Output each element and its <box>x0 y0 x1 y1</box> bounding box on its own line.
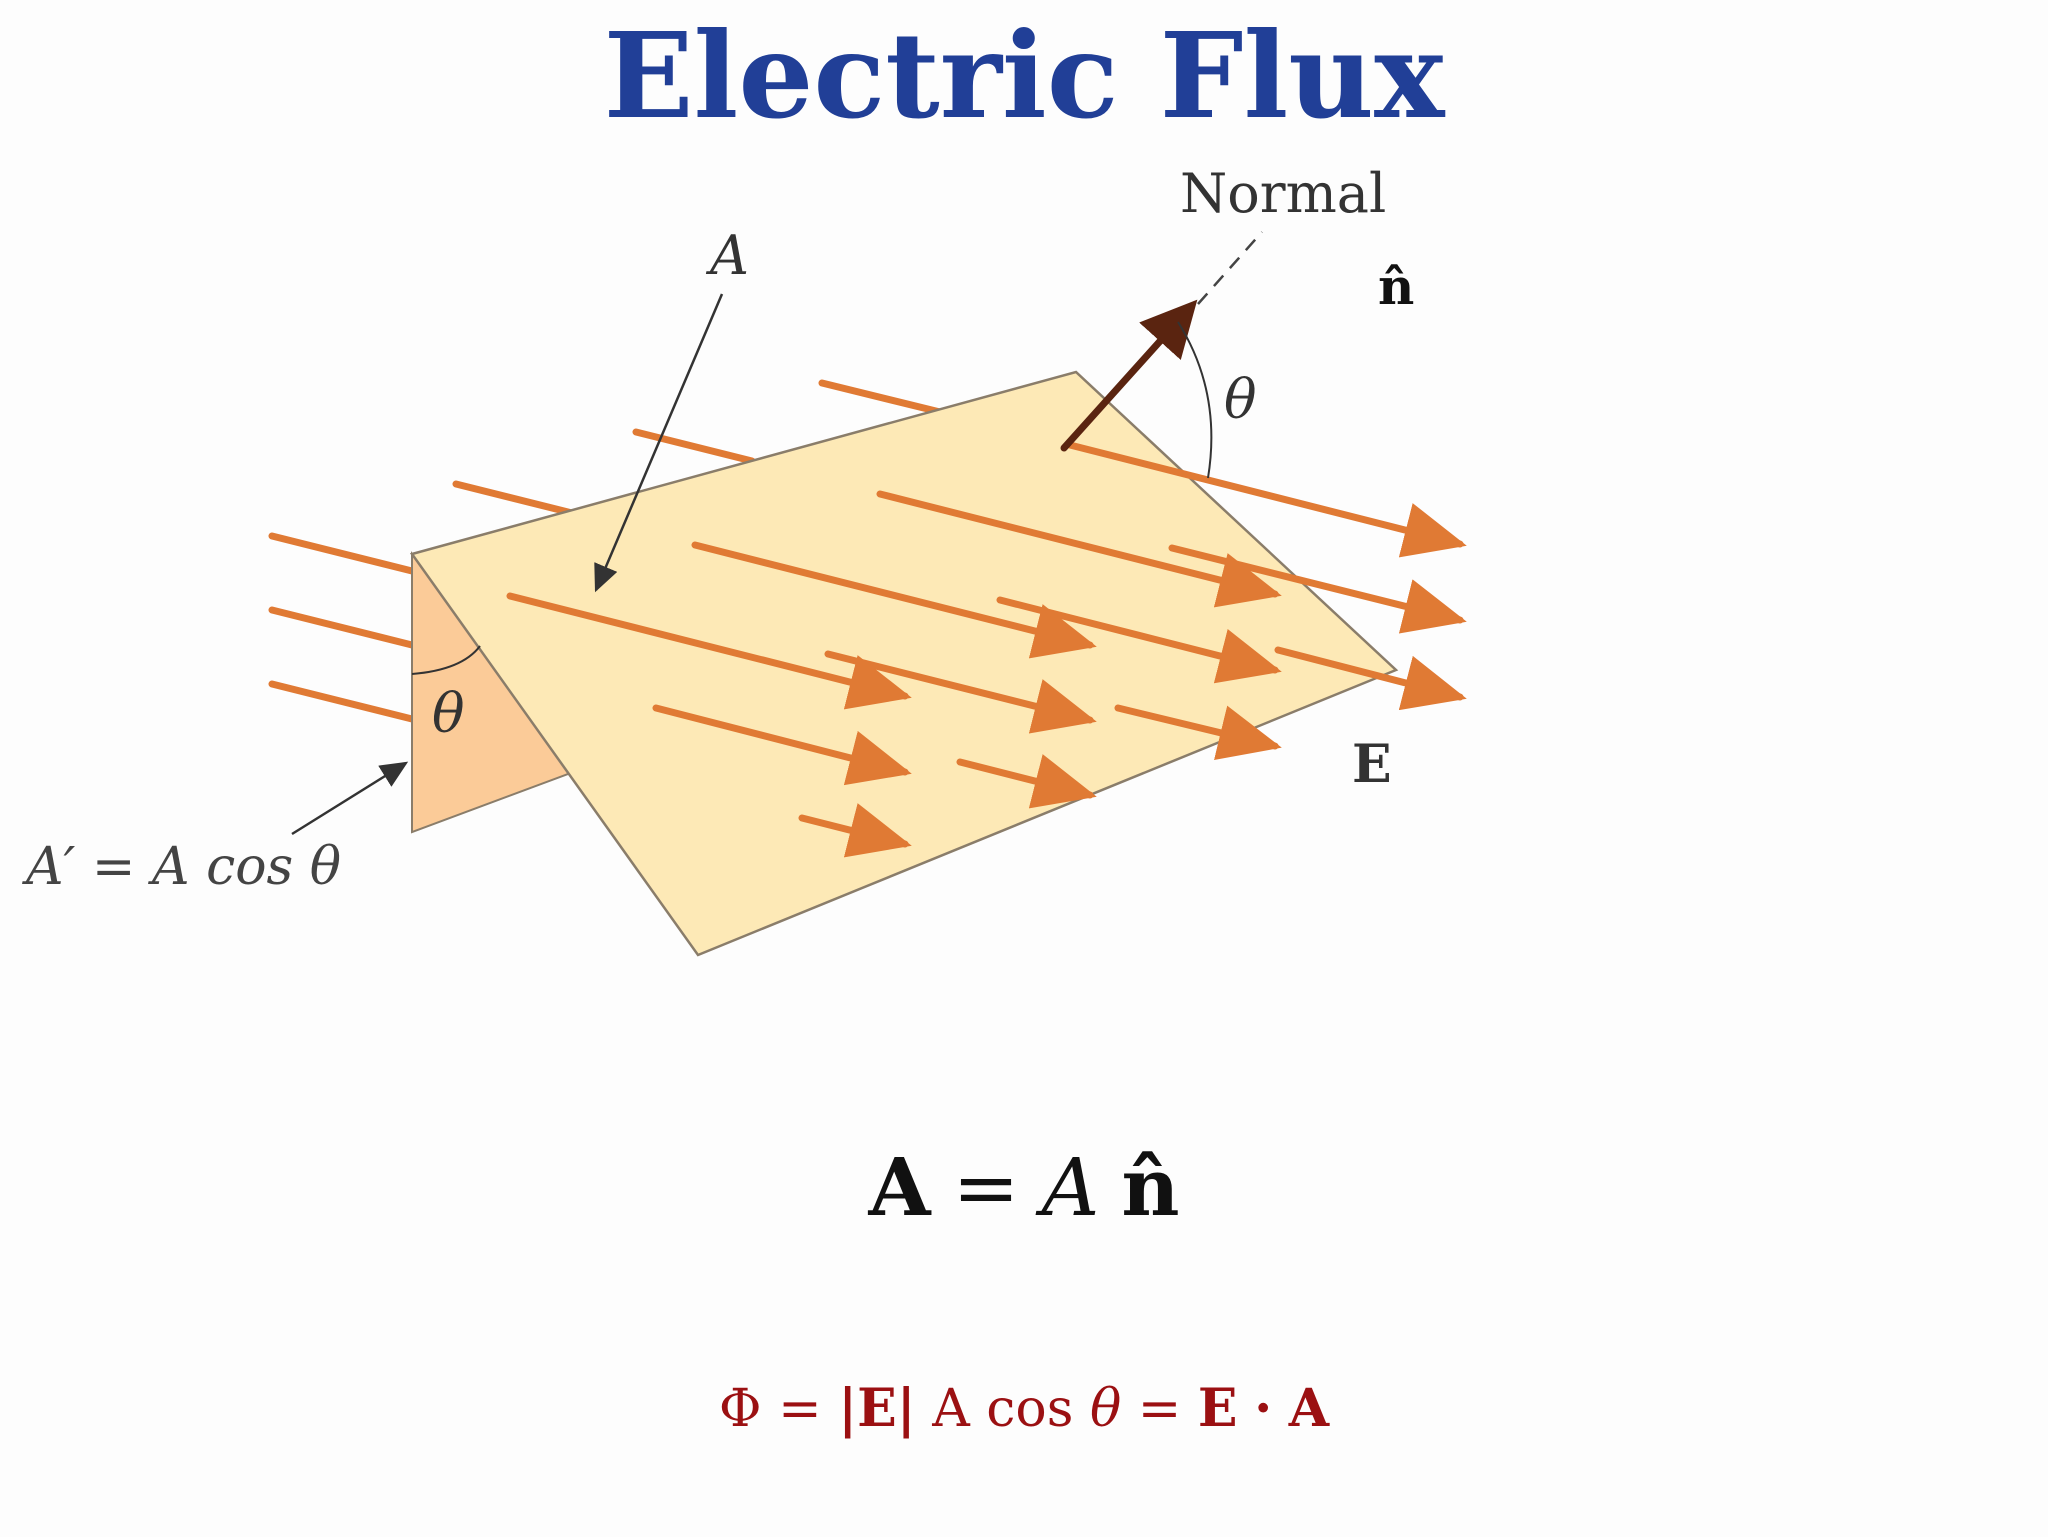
field-magnitude: |E| <box>838 1378 916 1439</box>
area-pointer-arrow <box>594 293 724 593</box>
area-vector-symbol: A <box>868 1140 931 1234</box>
area-vector: A <box>1288 1378 1330 1439</box>
area-symbol: A <box>932 1379 970 1439</box>
unit-normal-symbol: n̂ <box>1121 1140 1180 1234</box>
projected-area-pointer-arrow <box>291 761 409 836</box>
flux-equation: Φ = |E| A cos θ = E · A <box>0 1378 2048 1439</box>
equals-sign: = <box>952 1141 1020 1234</box>
page-title: Electric Flux <box>603 6 1445 145</box>
projected-area-label: A′ = A cos θ <box>22 837 341 897</box>
normal-vector-arrow <box>1060 299 1198 452</box>
area-magnitude-symbol: A <box>1041 1141 1100 1234</box>
normal-label: Normal <box>1180 162 1386 225</box>
field-arrows-back <box>268 379 944 724</box>
theta-arc-top <box>1177 321 1213 479</box>
theta-symbol: θ <box>1089 1379 1122 1439</box>
cos-function: cos <box>986 1379 1074 1439</box>
theta-top-label: θ <box>1224 368 1257 431</box>
field-arrows-front <box>506 441 1467 858</box>
electric-flux-diagram: Normal A θ n̂ θ E A′ = A cos θ <box>22 162 1467 957</box>
equals-sign-2: = <box>1137 1379 1182 1439</box>
field-label: E <box>1352 734 1392 795</box>
n-hat-label: n̂ <box>1378 257 1414 316</box>
theta-side-label: θ <box>432 682 465 745</box>
area-label: A <box>705 224 749 287</box>
dot-operator: · <box>1254 1378 1273 1439</box>
normal-line <box>1197 231 1263 305</box>
theta-arc-side <box>411 645 481 675</box>
flux-symbol: Φ <box>718 1379 762 1439</box>
equals-sign-1: = <box>778 1379 822 1439</box>
field-vector: E <box>1197 1378 1238 1439</box>
